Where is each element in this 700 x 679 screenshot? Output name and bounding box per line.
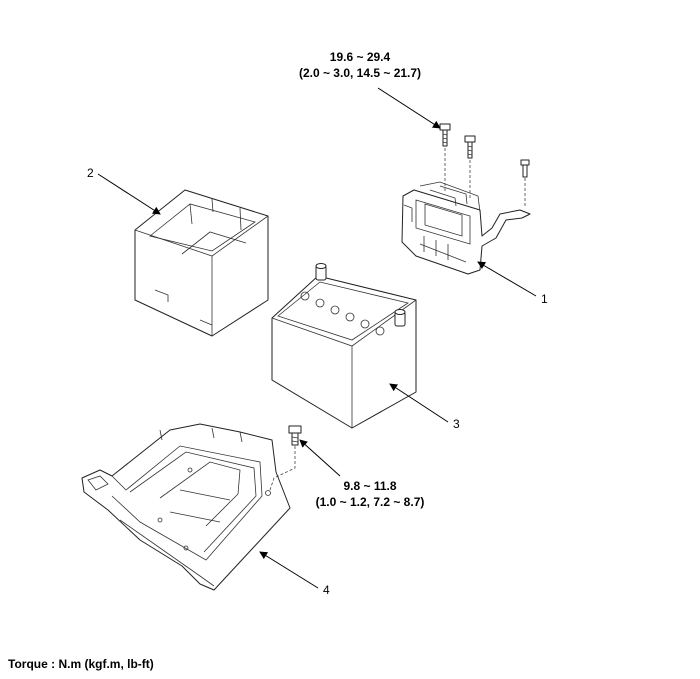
clamp-bolt-right: [520, 159, 530, 178]
torque-units-note: Torque : N.m (kgf.m, lb-ft): [8, 657, 154, 671]
callout-1: 1: [541, 292, 548, 306]
upper-torque-value: 19.6 ~ 29.4: [329, 50, 391, 64]
upper-torque-alt-units: (2.0 ~ 3.0, 14.5 ~ 21.7): [298, 66, 422, 80]
battery-tray: [81, 423, 291, 591]
battery: [271, 263, 417, 429]
callout-4: 4: [323, 583, 330, 597]
callout-2: 2: [87, 166, 94, 180]
lower-torque-value: 9.8 ~ 11.8: [343, 479, 397, 493]
callout-3: 3: [453, 417, 460, 431]
clamp-bolt-middle: [464, 135, 476, 159]
battery-insulation-pad: [134, 189, 269, 337]
tray-bolt: [288, 425, 302, 446]
lower-torque-alt-units: (1.0 ~ 1.2, 7.2 ~ 8.7): [315, 495, 425, 509]
clamp-bolt-left: [439, 123, 451, 147]
battery-clamp-bracket: [401, 181, 531, 275]
